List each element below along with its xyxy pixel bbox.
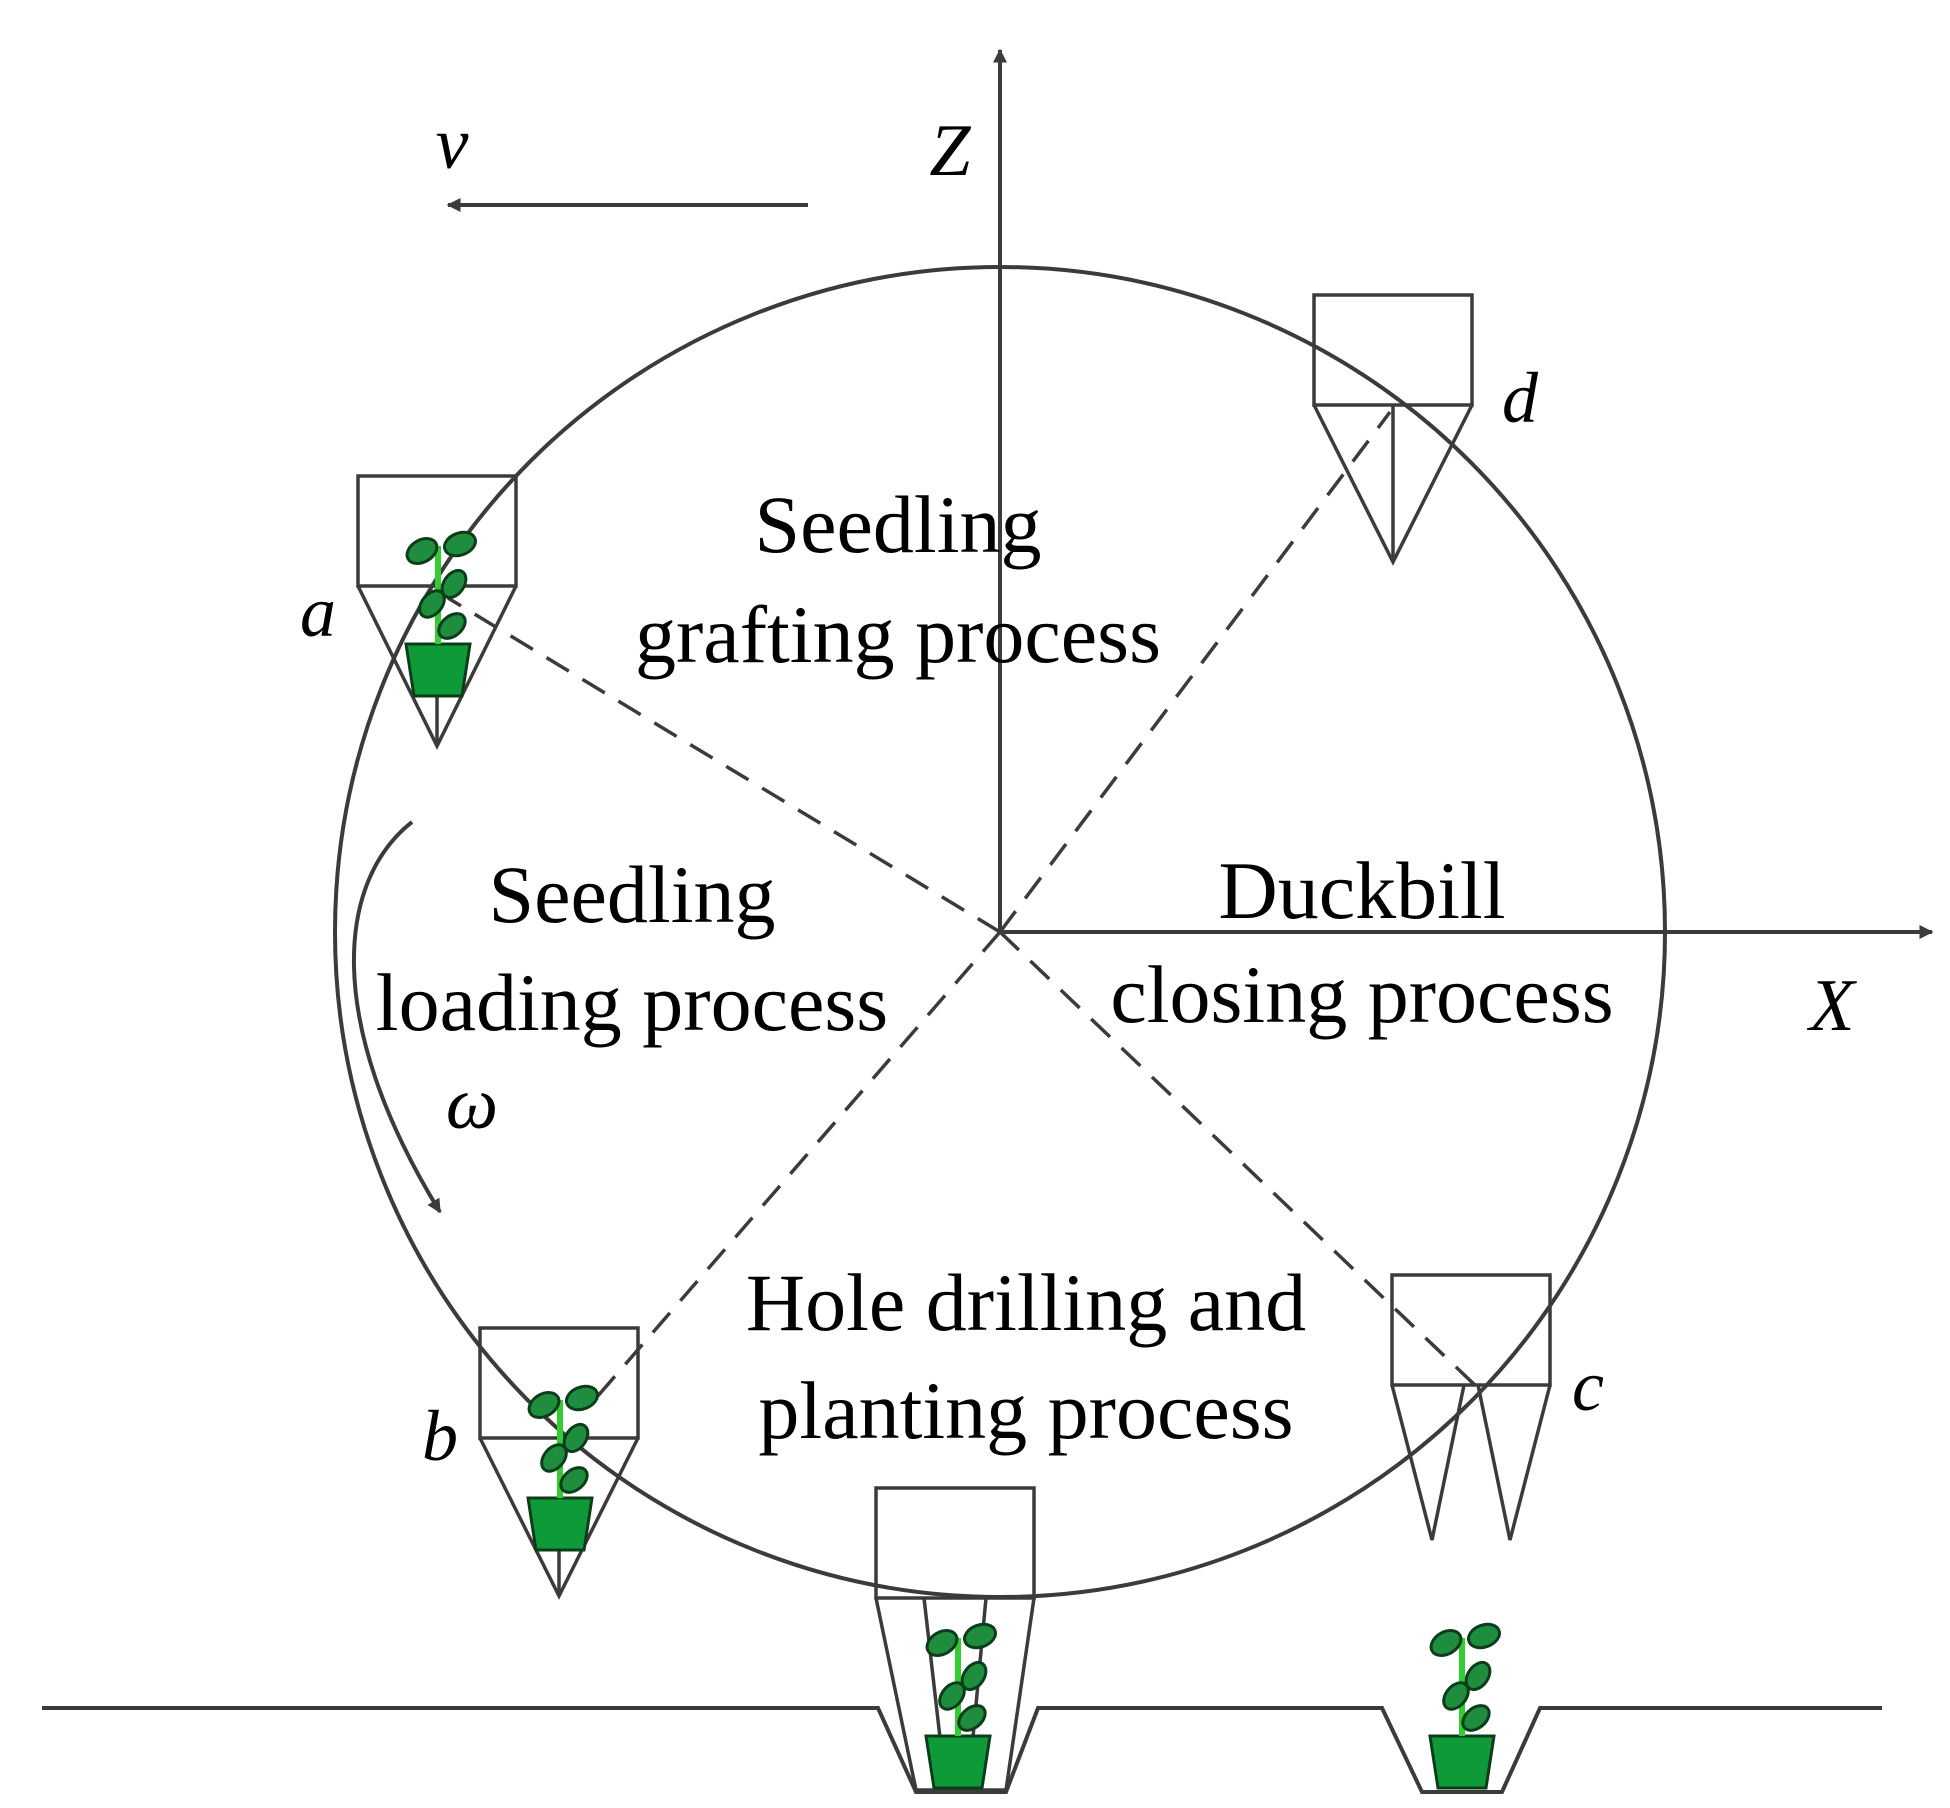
- planting-process-label-2: planting process: [758, 1365, 1293, 1456]
- loading-process-label-1: Seedling: [489, 849, 776, 940]
- planter-c: [1390, 1273, 1552, 1541]
- velocity-label: v: [436, 103, 469, 185]
- z-axis-label: Z: [929, 110, 971, 192]
- divider-c: [998, 930, 1480, 1390]
- seedling-icon: [403, 528, 479, 696]
- grafting-process-label-1: Seedling: [755, 479, 1042, 570]
- planting-process-label-1: Hole drilling and: [746, 1257, 1306, 1348]
- closing-process-label-2: closing process: [1110, 949, 1613, 1040]
- position-a-label: a: [300, 572, 336, 652]
- seedling-icon: [1427, 1620, 1503, 1788]
- closing-process-label-1: Duckbill: [1219, 845, 1506, 936]
- planter-a: [356, 474, 518, 750]
- rotation-arrow-icon: [352, 820, 442, 1214]
- planter-bottom: [874, 1486, 1036, 1792]
- divider-a: [447, 596, 1001, 934]
- loading-process-label-2: loading process: [376, 957, 888, 1048]
- position-d-label: d: [1502, 358, 1539, 438]
- planter-d: [1312, 293, 1474, 566]
- divider-d: [998, 410, 1392, 934]
- planter-b: [478, 1326, 640, 1600]
- grafting-process-label-2: grafting process: [635, 589, 1161, 680]
- ground-line: [42, 1706, 1882, 1794]
- rotation-label: ω: [446, 1063, 498, 1145]
- seedling-icon: [923, 1620, 999, 1788]
- position-b-label: b: [422, 1396, 458, 1476]
- seedling-icon: [525, 1382, 601, 1550]
- x-axis-label: X: [1806, 965, 1857, 1047]
- divider-b: [588, 930, 1002, 1407]
- position-c-label: c: [1572, 1346, 1604, 1426]
